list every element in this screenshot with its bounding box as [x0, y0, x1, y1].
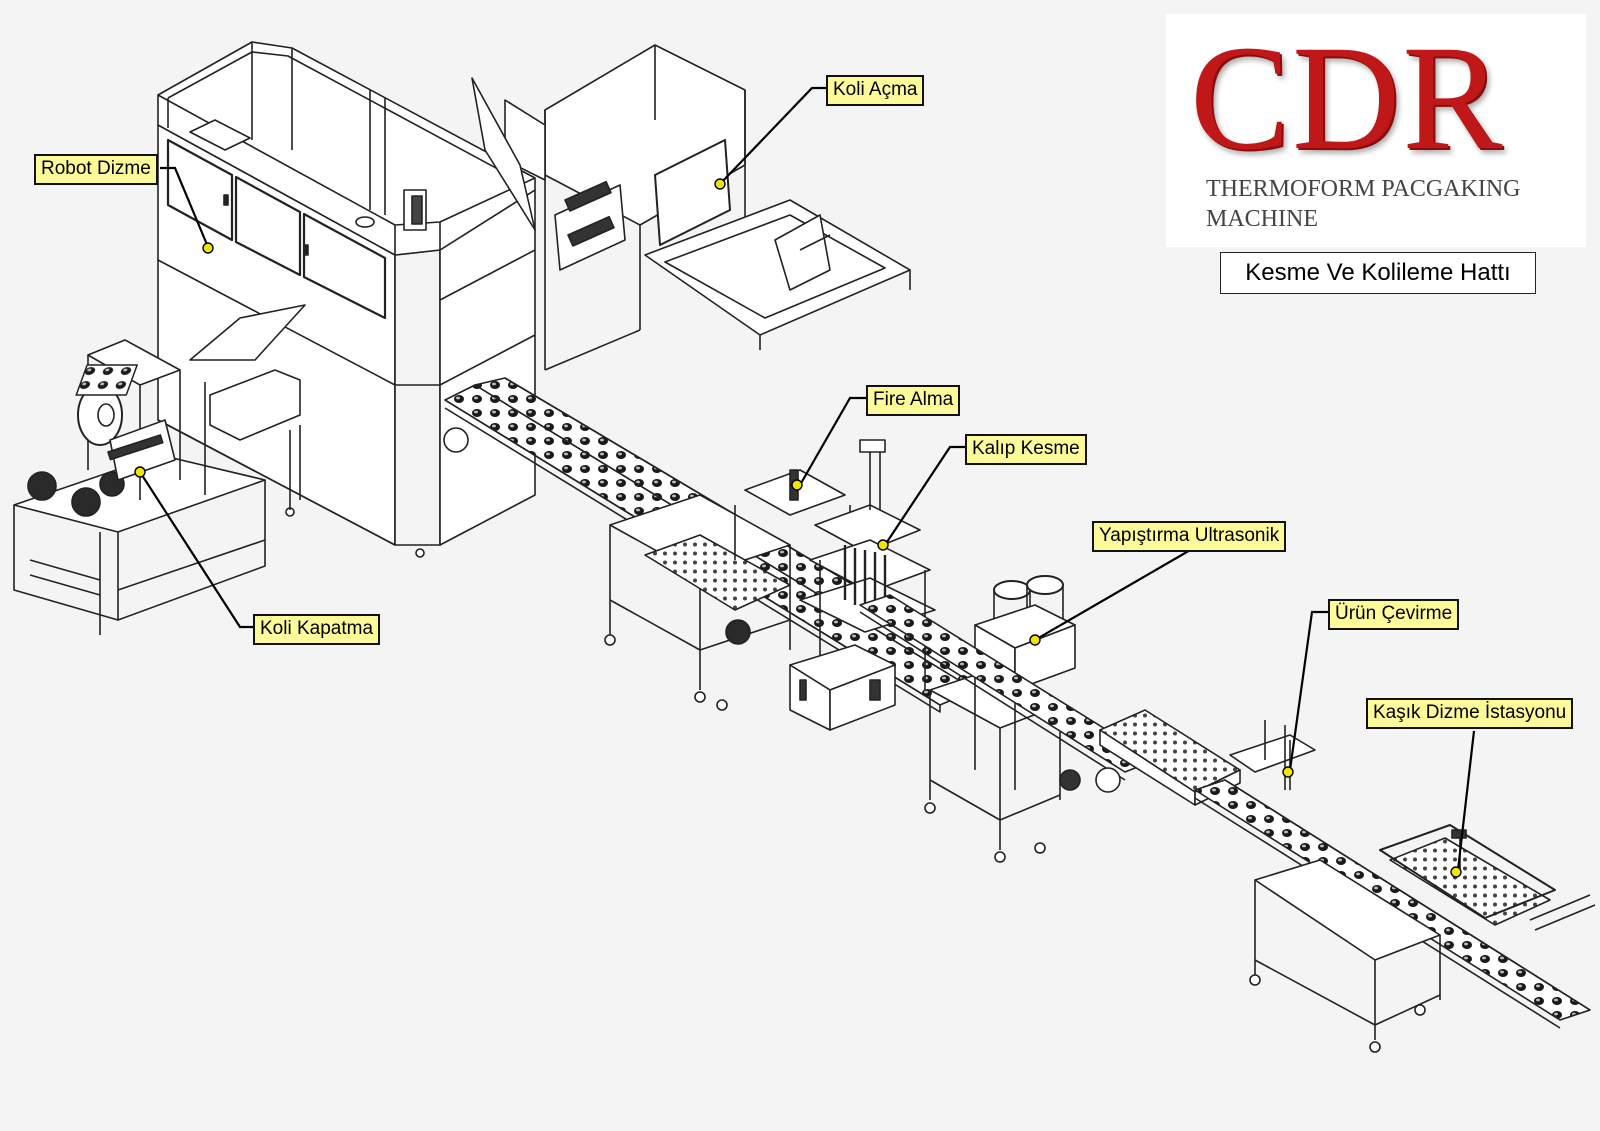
- spoon-station: [1194, 720, 1596, 1053]
- box-erector: [471, 44, 911, 371]
- logo-subtitle: THERMOFORM PACGAKING MACHINE: [1206, 176, 1521, 232]
- cutting-station: [604, 439, 936, 731]
- callout-fire-alma: Fire Alma: [866, 385, 961, 416]
- brand-logo: CDR THERMOFORM PACGAKING MACHINE: [1166, 14, 1586, 247]
- callout-urun-cevirme: Ürün Çevirme: [1328, 599, 1460, 630]
- leader-lines: [139, 86, 1476, 871]
- callout-markers: [134, 178, 1462, 878]
- ultrasonic-station: [924, 575, 1076, 863]
- callout-yapistirma-ultrasonik: Yapıştırma Ultrasonik: [1092, 521, 1287, 552]
- mid-conveyor: [859, 594, 1241, 806]
- logo-text: CDR: [1190, 15, 1505, 181]
- callout-koli-kapatma: Koli Kapatma: [253, 614, 381, 645]
- robot-cabinet: [157, 41, 536, 558]
- callout-koli-acma: Koli Açma: [826, 75, 925, 106]
- callout-kalip-kesme: Kalıp Kesme: [965, 434, 1087, 465]
- line-title: Kesme Ve Kolileme Hattı: [1220, 252, 1536, 294]
- callout-kasik-dizme: Kaşık Dizme İstasyonu: [1366, 698, 1574, 729]
- box-sealer: [13, 304, 306, 635]
- callout-robot-dizme: Robot Dizme: [34, 154, 158, 185]
